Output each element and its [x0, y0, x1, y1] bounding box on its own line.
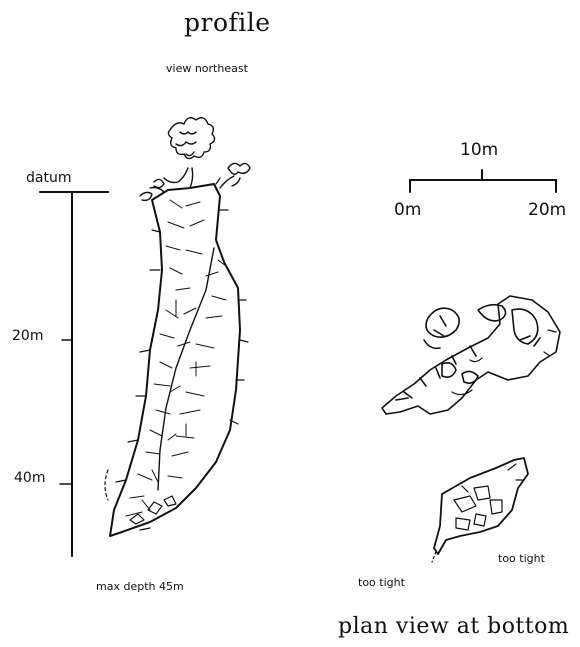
scale-start-label: 0m — [394, 200, 422, 220]
depth-40-label: 40m — [14, 470, 46, 486]
vegetation-top — [139, 117, 251, 202]
plan-view-upper — [381, 295, 561, 415]
depth-axis — [39, 191, 109, 557]
profile-subtitle: view northeast — [166, 62, 248, 75]
too-tight-right-label: too tight — [498, 552, 545, 565]
scale-mid-label: 10m — [460, 140, 499, 160]
depth-20-label: 20m — [12, 328, 44, 344]
datum-label: datum — [26, 170, 72, 186]
scale-bar — [409, 169, 557, 193]
max-depth-label: max depth 45m — [96, 580, 184, 593]
too-tight-left-label: too tight — [358, 576, 405, 589]
plan-view-lower — [431, 457, 529, 563]
profile-title: profile — [184, 8, 271, 37]
plan-title: plan view at bottom — [338, 614, 570, 639]
scale-end-label: 20m — [528, 200, 567, 220]
shaft-profile — [104, 177, 249, 537]
